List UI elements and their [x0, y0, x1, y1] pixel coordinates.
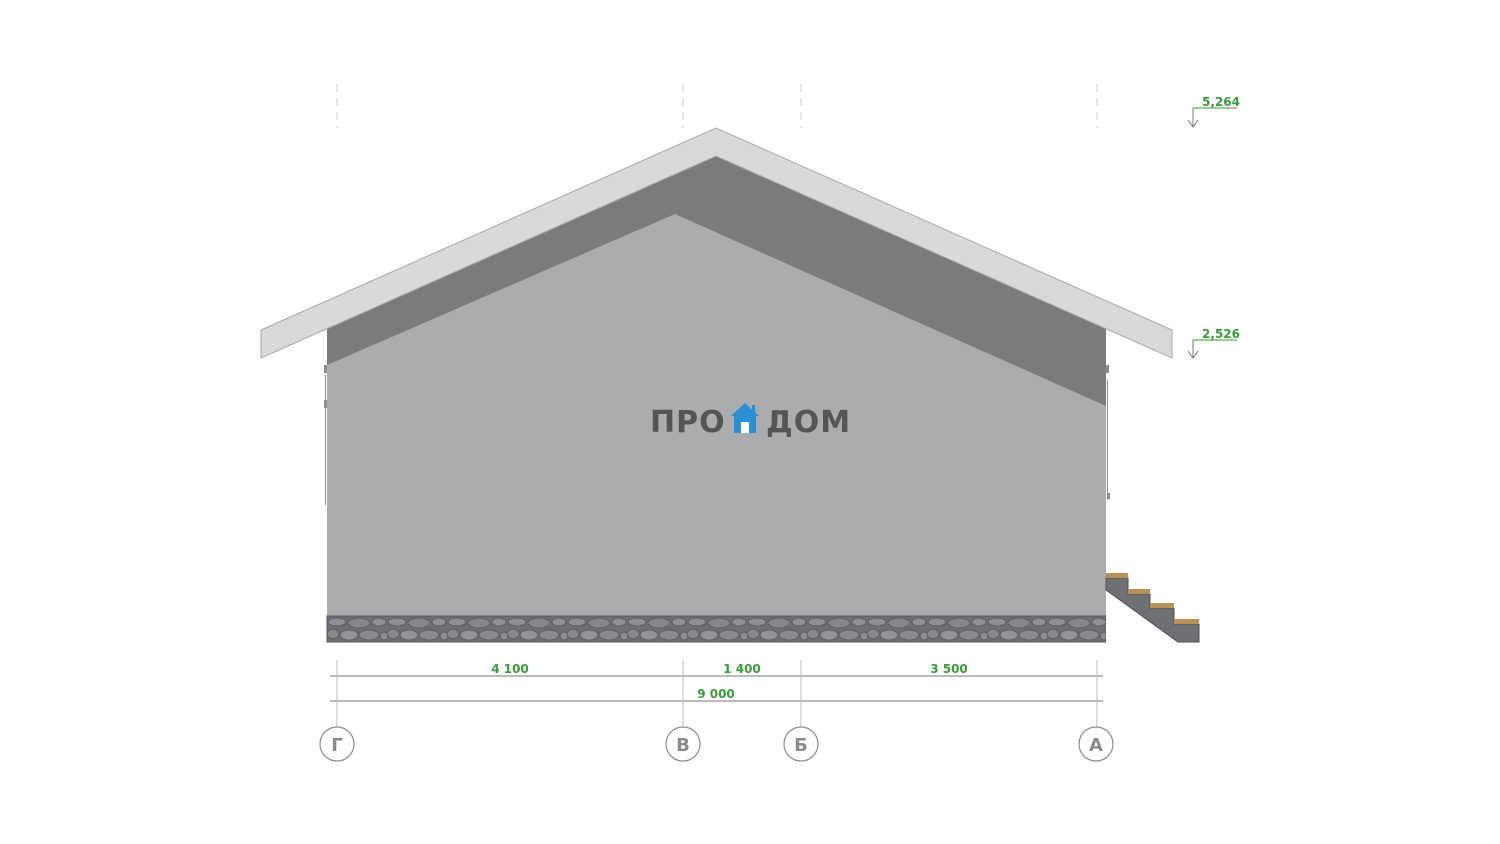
axis-bubble-b: Б	[783, 726, 819, 762]
elevation-label-eaves: 2,526	[1202, 327, 1240, 341]
roof-edge	[260, 127, 1173, 359]
dimension-segment-1: 4 100	[491, 662, 529, 676]
axis-top-stubs	[336, 84, 1098, 128]
logo-text-dom: ДОМ	[766, 405, 851, 440]
axis-label-b: Б	[794, 735, 808, 756]
dimension-chain-segments: 4 100 1 400 3 500	[330, 662, 1103, 684]
dimension-segment-3: 3 500	[930, 662, 968, 676]
axis-lines	[336, 660, 1098, 727]
axis-label-g: Г	[331, 735, 342, 756]
elevation-label-top: 5,264	[1202, 95, 1240, 109]
dimension-total: 9 000	[697, 687, 735, 701]
axis-label-v: В	[676, 735, 690, 756]
logo-text-pro: ПРО	[650, 405, 726, 440]
roof-shadow	[327, 155, 1106, 406]
dimension-chain-total: 9 000	[330, 687, 1103, 709]
axis-bubble-a: А	[1078, 726, 1114, 762]
entrance-stairs	[1105, 573, 1200, 643]
stone-plinth	[326, 615, 1107, 643]
elevation-mark-eaves: 2,526	[1187, 327, 1240, 359]
dimension-segment-2: 1 400	[723, 662, 761, 676]
prodom-logo: ПРО ДОМ	[650, 403, 851, 440]
elevation-mark-top: 5,264	[1187, 95, 1240, 128]
axis-bubble-v: В	[665, 726, 701, 762]
house-icon	[731, 403, 759, 433]
axis-bubble-g: Г	[319, 726, 355, 762]
wall-side-trims	[324, 365, 1110, 505]
axis-label-a: А	[1089, 735, 1103, 756]
